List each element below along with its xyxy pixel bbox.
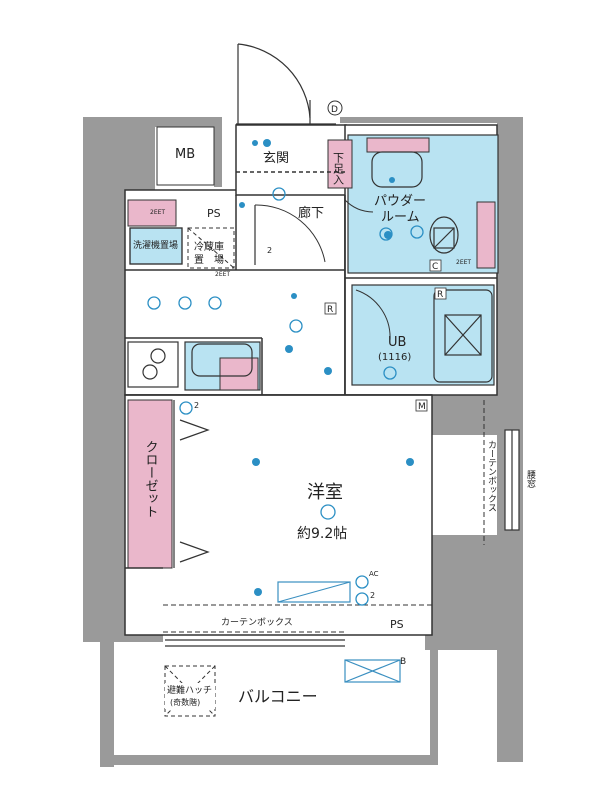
balcony-label: バルコニー xyxy=(238,687,318,706)
mark-2-c: 2 xyxy=(370,591,375,600)
mark-2eet-3: 2EET xyxy=(456,259,471,266)
side-window-label: 腰窓 xyxy=(525,470,536,488)
mark-2eet-1: 2EET xyxy=(150,209,165,216)
ub-size-label: (1116) xyxy=(378,352,411,363)
fridge-label-1: 冷蔵庫 xyxy=(194,240,224,253)
sink-icon xyxy=(191,151,423,377)
mark-2eet-2: 2EET xyxy=(215,271,230,278)
hatch-label-1: 避難ハッチ xyxy=(167,684,212,696)
genkan-label: 玄関 xyxy=(263,151,289,166)
laundry-label: 洗濯機置場 xyxy=(133,239,178,251)
ub-door-swing xyxy=(355,289,391,341)
curtain-box-right-label: カーテンボックス xyxy=(486,440,497,512)
mb-label: MB xyxy=(175,147,195,162)
hatch-label-2: (奇数階) xyxy=(170,697,200,707)
bathtub-icon xyxy=(433,289,493,383)
hall-door-swing xyxy=(254,204,326,263)
toilet-icon xyxy=(429,216,459,254)
balcony-window xyxy=(165,639,345,647)
mark-b: B xyxy=(400,657,406,667)
mark-m: M xyxy=(418,402,426,412)
hallway-label: 廊下 xyxy=(298,205,324,221)
fridge-space xyxy=(187,227,235,269)
outlet-icon xyxy=(147,187,424,606)
ps-bottom-label: PS xyxy=(390,618,404,631)
mb-room xyxy=(156,126,215,186)
shoe-storage-label: 下足入 xyxy=(332,152,345,185)
mark-2-a: 2 xyxy=(267,246,272,255)
washing-machine xyxy=(129,227,183,265)
mark-d: D xyxy=(331,105,338,115)
ac-unit xyxy=(277,581,351,603)
mark-2-b: 2 xyxy=(194,401,199,410)
curtain-box-bottom-label: カーテンボックス xyxy=(221,617,293,628)
entrance-door xyxy=(236,43,336,125)
curtain-boxes xyxy=(163,400,485,633)
mark-r-2: R xyxy=(437,290,443,300)
storage-areas xyxy=(127,137,496,569)
mark-ac: AC xyxy=(369,570,379,578)
main-room-size: 約9.2帖 xyxy=(297,526,347,542)
mark-c: C xyxy=(432,262,438,272)
closet-label: クローゼット xyxy=(143,440,159,518)
partitions xyxy=(125,171,497,569)
main-room-label: 洋室 xyxy=(307,482,343,503)
powder-room-label-1: パウダー xyxy=(374,194,426,209)
side-window xyxy=(504,429,520,531)
powder-room-label-2: ルーム xyxy=(381,210,420,225)
ceiling-light-icon xyxy=(252,139,414,596)
stove-icon xyxy=(127,341,179,388)
closet-doors xyxy=(173,400,210,568)
switch-icon xyxy=(239,140,395,299)
ub-label: UB xyxy=(388,335,406,350)
mark-r-1: R xyxy=(327,305,333,315)
ps-top-label: PS xyxy=(207,207,221,220)
outdoor-unit xyxy=(344,659,401,683)
fridge-label-2: 置 場 xyxy=(194,253,224,266)
powder-door-swing xyxy=(344,199,374,213)
